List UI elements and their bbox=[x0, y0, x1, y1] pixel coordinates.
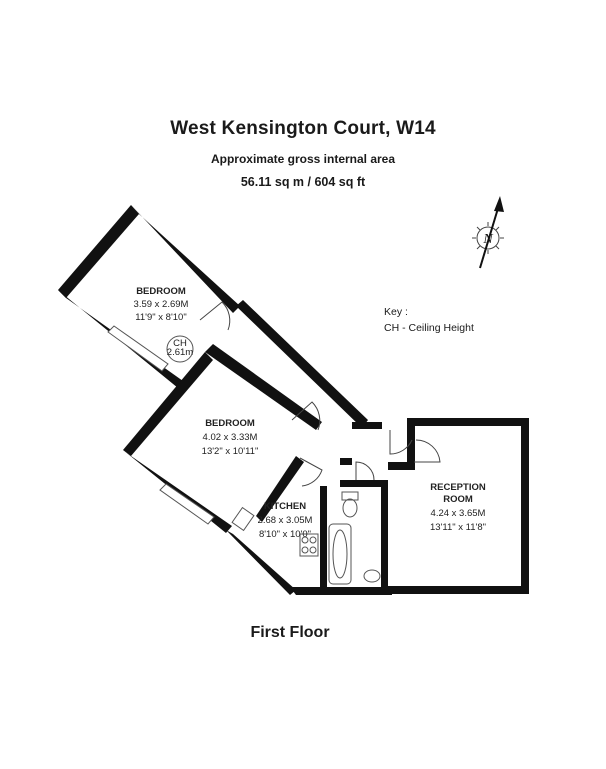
room-imperial: 13'11" x 11'8" bbox=[430, 522, 486, 533]
ceiling-height-value: 2.61m bbox=[167, 347, 193, 358]
area-value: 56.11 sq m / 604 sq ft bbox=[240, 175, 366, 189]
room-name: KITCHEN bbox=[264, 501, 306, 512]
room-metric: 4.24 x 3.65M bbox=[431, 508, 486, 519]
wall-kitchen-bottom bbox=[290, 587, 392, 595]
room-name-line2: ROOM bbox=[443, 494, 473, 505]
wall-kitchen-divider bbox=[256, 456, 304, 522]
room-bedroom2: BEDROOM 4.02 x 3.33M 13'2" x 10'11" bbox=[202, 418, 259, 457]
window-bedroom2 bbox=[159, 483, 215, 525]
wall-bathroom-top bbox=[340, 480, 388, 487]
ceiling-height-label: CH bbox=[173, 338, 187, 349]
toilet-bowl bbox=[342, 498, 358, 518]
area-caption: Approximate gross internal area bbox=[210, 152, 396, 166]
room-imperial: 11'9" x 8'10" bbox=[135, 312, 186, 323]
hob bbox=[299, 533, 319, 557]
door-entry bbox=[414, 439, 441, 463]
room-name: BEDROOM bbox=[136, 286, 186, 297]
wall-kitchen-left bbox=[226, 530, 296, 595]
room-name: BEDROOM bbox=[205, 418, 255, 429]
wall-bedroom1-right bbox=[131, 205, 240, 313]
wall-bathroom-right bbox=[381, 486, 388, 590]
door-bathroom bbox=[355, 461, 375, 481]
windows bbox=[107, 325, 215, 525]
room-kitchen: KITCHEN 2.68 x 3.05M 8'10" x 10'0" bbox=[258, 501, 313, 540]
wall-reception-left-bottom bbox=[388, 462, 415, 470]
floor-label: First Floor bbox=[250, 624, 330, 641]
wall-reception-left-top bbox=[407, 418, 415, 462]
key-entry: CH - Ceiling Height bbox=[384, 322, 474, 334]
room-name-line1: RECEPTION bbox=[430, 482, 486, 493]
kitchen-sink bbox=[231, 506, 255, 532]
wall-reception-bottom bbox=[388, 586, 529, 594]
room-metric: 4.02 x 3.33M bbox=[203, 432, 258, 443]
key-heading: Key : bbox=[384, 306, 408, 318]
door-kitchen bbox=[299, 457, 323, 487]
door-bedroom2 bbox=[291, 401, 321, 431]
wall-bedroom2-top bbox=[205, 344, 322, 430]
ceiling-height-marker: CH 2.61m bbox=[166, 335, 194, 363]
wall-corridor-upper bbox=[236, 300, 368, 428]
wall-bedroom2-left bbox=[123, 352, 213, 456]
room-imperial: 13'2" x 10'11" bbox=[202, 446, 259, 457]
room-bedroom1: BEDROOM 3.59 x 2.69M 11'9" x 8'10" bbox=[134, 286, 189, 323]
door-bedroom1 bbox=[199, 301, 231, 331]
room-metric: 3.59 x 2.69M bbox=[134, 299, 189, 310]
wall-reception-right bbox=[521, 418, 529, 594]
door-reception bbox=[389, 430, 413, 455]
room-reception: RECEPTION ROOM 4.24 x 3.65M 13'11" x 11'… bbox=[430, 482, 486, 533]
wall-bedroom1-top bbox=[58, 205, 139, 298]
basin bbox=[363, 569, 381, 583]
wall-reception-top bbox=[407, 418, 529, 426]
window-bedroom1 bbox=[107, 325, 169, 372]
wall-bathroom-left bbox=[320, 486, 327, 590]
compass-icon: N bbox=[472, 196, 504, 269]
room-metric: 2.68 x 3.05M bbox=[258, 515, 313, 526]
kitchen-fixtures bbox=[231, 506, 319, 557]
bathroom-fixtures bbox=[328, 491, 381, 585]
compass-north-label: N bbox=[482, 232, 493, 247]
wall-hall-stub bbox=[340, 458, 352, 465]
plan-title: West Kensington Court, W14 bbox=[170, 118, 436, 139]
wall-hall-top bbox=[352, 422, 382, 429]
doors bbox=[199, 301, 441, 487]
bathtub bbox=[328, 523, 352, 585]
toilet-cistern bbox=[341, 491, 359, 501]
room-imperial: 8'10" x 10'0" bbox=[259, 529, 311, 540]
